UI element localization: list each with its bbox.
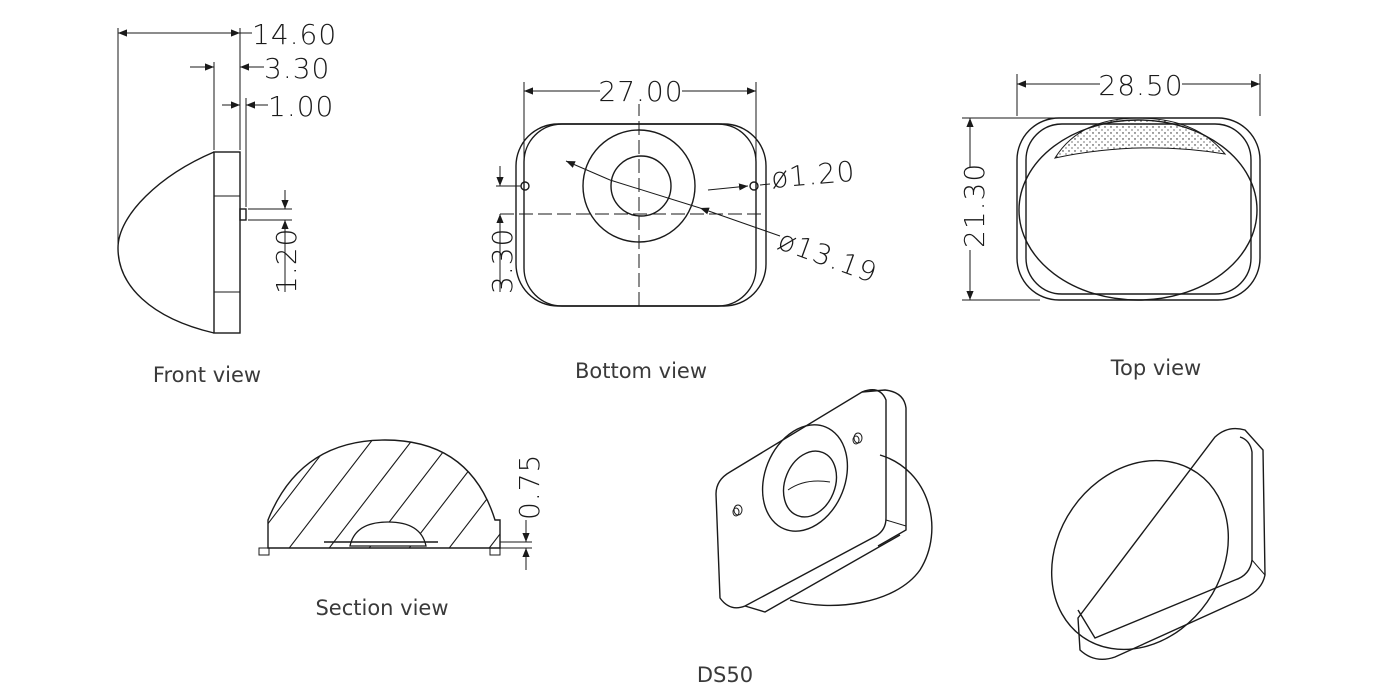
iso-view-bottom — [715, 389, 933, 613]
dim-section-thickness: 0.75 — [513, 454, 546, 520]
bottom-lens-core — [610, 155, 672, 217]
top-view: 28.50 21.30 Top view — [956, 68, 1261, 380]
dim-front-pin: 1.00 — [268, 90, 334, 123]
bottom-outer-outline — [515, 123, 767, 307]
caption-model: DS50 — [697, 663, 753, 687]
bottom-pin-left — [520, 181, 530, 191]
dim-bottom-pin-dia: ø1.20 — [770, 155, 857, 195]
iso2-lens-dome — [1050, 459, 1230, 651]
iso1-dome-outline — [789, 454, 933, 607]
dim-front-pin-dia: 1.20 — [270, 228, 303, 294]
dim-bottom-lens-dia: ø13.19 — [774, 224, 882, 290]
bottom-view: 27.00 ø1.20 ø13.19 3.30 Bottom view — [486, 74, 882, 383]
iso1-lens-core — [782, 450, 838, 518]
dim-top-height: 21.30 — [958, 163, 991, 248]
front-base-plate — [213, 151, 241, 334]
section-pin-left — [258, 547, 270, 556]
dim-top-width: 28.50 — [1098, 69, 1183, 102]
top-lens-texture — [1053, 117, 1227, 159]
caption-front-view: Front view — [153, 363, 261, 387]
dim-bottom-width: 27.00 — [598, 75, 683, 108]
section-lens-cavity — [349, 521, 427, 547]
bottom-inner-outline — [523, 123, 757, 307]
section-pin-right — [489, 547, 501, 556]
caption-section-view: Section view — [315, 596, 448, 620]
section-dome-outline — [267, 439, 501, 549]
caption-bottom-view: Bottom view — [575, 359, 707, 383]
dim-front-overall: 14.60 — [252, 18, 337, 51]
front-pin — [239, 208, 247, 221]
iso1-base-front — [715, 389, 887, 609]
iso2-base-plate — [1077, 427, 1266, 660]
iso1-lens-ring — [761, 424, 849, 532]
caption-top-view: Top view — [1110, 356, 1201, 380]
iso-view-top: DS50 — [697, 427, 1266, 687]
dim-bottom-offset: 3.30 — [486, 228, 519, 294]
bottom-pin-right — [749, 181, 759, 191]
section-view: 0.75 Section view — [258, 439, 546, 620]
front-dome-outline — [117, 151, 215, 334]
dim-front-base: 3.30 — [264, 52, 330, 85]
front-view: 14.60 3.30 1.00 1.20 Front view — [117, 18, 337, 387]
